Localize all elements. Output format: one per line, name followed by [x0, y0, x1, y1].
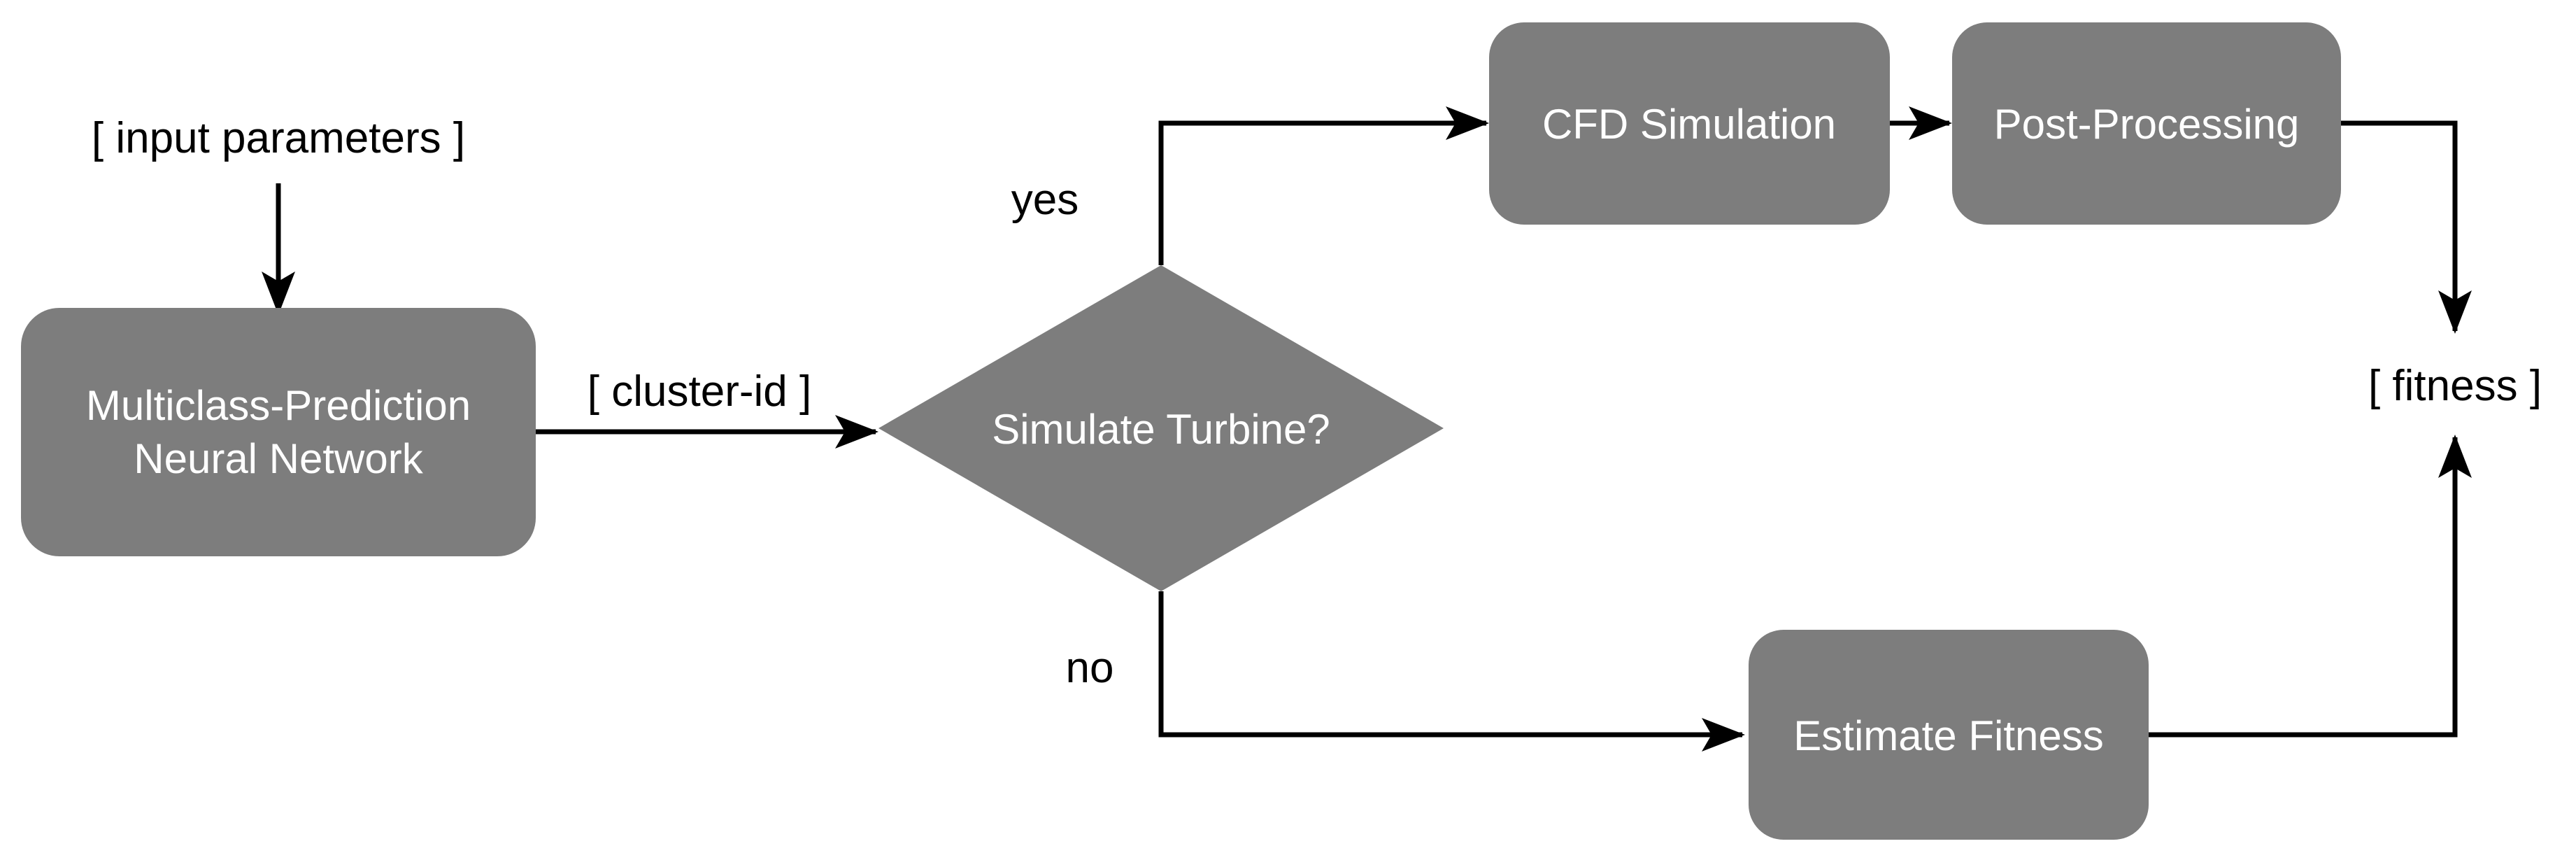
estimate-to-fitness-connector [2149, 435, 2472, 738]
node-estimate-fitness-label: Estimate Fitness [1793, 712, 2103, 759]
node-post-processing [1952, 22, 2341, 225]
node-estimate-fitness [1749, 630, 2149, 840]
node-cfd-simulation-label: CFD Simulation [1542, 101, 1836, 148]
node-cfd-simulation [1489, 22, 1890, 225]
node-post-processing-label: Post-Processing [1994, 101, 2300, 148]
no-connector [1158, 591, 1745, 752]
node-multiclass-nn-label-line2: Neural Network [134, 435, 423, 482]
post-to-fitness-connector [2341, 120, 2472, 334]
node-simulate-turbine-label: Simulate Turbine? [992, 406, 1330, 453]
input-parameters-label: [ input parameters ] [92, 114, 465, 162]
node-multiclass-nn-label-line1: Multiclass-Prediction [86, 382, 471, 429]
cluster-id-label: [ cluster-id ] [588, 367, 811, 416]
yes-connector [1158, 106, 1489, 265]
no-label: no [1066, 644, 1114, 692]
yes-label: yes [1011, 176, 1079, 224]
fitness-label: [ fitness ] [2368, 362, 2542, 410]
node-multiclass-nn [21, 308, 536, 556]
node-simulate-turbine-decision [878, 265, 1444, 591]
